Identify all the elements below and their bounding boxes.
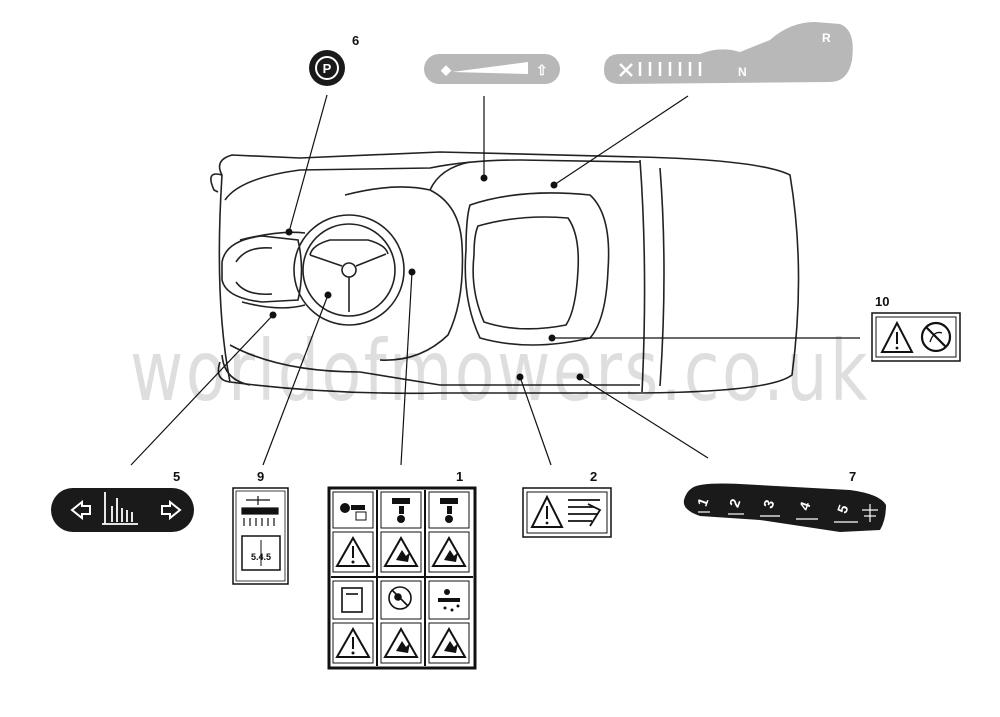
- watermark: worldofmowers.co.uk: [130, 322, 870, 420]
- no-hands-icon: [920, 321, 952, 353]
- callout-10: 10: [875, 294, 889, 309]
- cutting-height-icon: [102, 492, 138, 525]
- arrow-left-icon: [70, 499, 91, 521]
- hand-hazard-icon: [431, 626, 467, 658]
- callout-5: 5: [173, 469, 180, 484]
- steering-wheel: [293, 214, 405, 326]
- callout-9: 9: [257, 469, 264, 484]
- range-lever-label-n: N: [738, 65, 747, 79]
- manual-reference: 5.4.5: [251, 552, 271, 562]
- decal-5-cutting-height: [51, 488, 194, 532]
- range-lever-label-r: R: [822, 31, 831, 45]
- decal-1-safety-sheet: [327, 486, 477, 670]
- warning-triangle-icon: [335, 535, 371, 567]
- hand-hazard-icon: [383, 535, 419, 567]
- key-icon: [340, 503, 367, 521]
- read-manual-icon: 5.4.5: [241, 535, 281, 571]
- decal-10-warning: [871, 312, 961, 362]
- callout-1: 1: [456, 469, 463, 484]
- leader-lines: [130, 94, 860, 466]
- decal-2-belt-warning: [522, 487, 612, 538]
- warning-triangle-icon: [335, 626, 371, 658]
- mower-deck-icon: [241, 496, 279, 526]
- hand-hazard-icon: [383, 626, 419, 658]
- decal-9-deck-manual: 5.4.5: [232, 487, 289, 585]
- turtle-icon: ◆: [440, 62, 452, 77]
- leader-dots: [269, 174, 584, 381]
- thrown-objects-icon: [438, 589, 460, 612]
- belt-hazard-icon: [568, 499, 602, 527]
- operator-seat-icon: [392, 498, 410, 523]
- callout-7: 7: [849, 469, 856, 484]
- warning-triangle-icon: [530, 494, 564, 528]
- mower-deck-icon: [862, 504, 878, 522]
- no-passengers-icon: [388, 586, 412, 610]
- callout-2: 2: [590, 469, 597, 484]
- arrow-right-icon: [161, 499, 182, 521]
- operator-seat-icon: [440, 498, 458, 523]
- decal-throttle-faded: ◆ ⇧: [424, 54, 560, 84]
- callout-6: 6: [352, 33, 359, 48]
- decal-6-parking-brake: P: [309, 50, 345, 86]
- warning-triangle-icon: [880, 320, 914, 353]
- rabbit-icon: ⇧: [536, 62, 548, 78]
- decal-7-speed-gears: 1 2 3 4 5: [683, 483, 886, 532]
- read-manual-icon: [341, 587, 363, 613]
- hand-hazard-icon: [431, 535, 467, 567]
- callout-numbers: 6 10 5 9 1 2 7: [173, 33, 889, 484]
- decal-range-lever-faded: N R: [604, 22, 853, 84]
- parking-brake-symbol: P: [323, 61, 332, 76]
